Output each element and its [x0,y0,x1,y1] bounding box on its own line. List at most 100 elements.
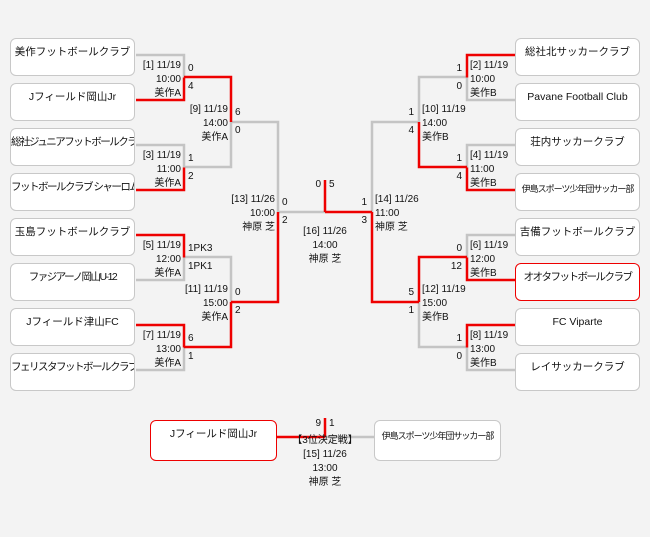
score: 5 [329,179,335,190]
match-venue: 美作B [422,132,449,143]
bracket-line-bottom [417,302,467,349]
bracket-line-top [136,143,186,168]
team-box[interactable]: 伊島スポーツ少年団サッカー部 [515,173,640,211]
score: 9 [315,418,321,429]
match-label: [9] 11/19 [189,104,228,115]
bracket-line-top [465,323,515,348]
score: 0 [456,350,462,362]
team-box[interactable]: 玉島フットボールクラブ [10,218,135,256]
team-box[interactable]: 美作フットボールクラブ [10,38,135,76]
score: 0 [282,197,288,208]
score: 5 [408,287,414,298]
bracket-line-bottom [465,257,515,282]
match-venue: 美作A [201,312,228,323]
score: 0 [456,242,462,254]
match-info: [11] 11/19 15:00 美作A [185,283,228,325]
score: 2 [188,170,194,182]
bracket-line-bottom [417,122,467,169]
match-label: [16] 11/26 [303,226,347,237]
match-label: [4] 11/19 [470,149,509,161]
score: 1 [188,152,194,164]
match-info: [1] 11/19 10:00 美作A [143,59,181,101]
team-box[interactable]: フェリスタフットボールクラブ [10,353,135,391]
score: 1 [456,62,462,74]
score: 4 [408,125,414,136]
match-time: 12:00 [470,253,496,265]
match-time: 10:00 [470,73,496,85]
bracket-line-top [465,53,515,78]
bracket-line-bottom [231,212,280,304]
match-venue: 神原 芝 [375,222,408,233]
bracket-line-bottom [370,212,419,304]
match-label: [3] 11/19 [142,149,181,161]
match-time: 11:00 [375,208,400,219]
match-venue: 美作A [154,357,181,369]
team-box[interactable]: オオタフットボールクラブ [515,263,640,301]
match-venue: 美作A [154,87,181,99]
bracket-line-bottom [136,77,186,102]
match-label: [10] 11/19 [422,104,466,115]
team-box[interactable]: FC Viparte [515,308,640,346]
team-box[interactable]: 総社ジュニアフットボールクラブ [10,128,135,166]
team-box[interactable]: 吉備フットボールクラブ [515,218,640,256]
match-time: 14:00 [422,118,448,129]
match-label: [12] 11/19 [422,284,466,295]
score: 2 [235,305,241,316]
bracket-line-bottom [465,77,515,102]
match-label: [14] 11/26 [375,194,419,205]
score: 0 [456,80,462,92]
match-venue: 神原 芝 [308,254,342,265]
match-time: 10:00 [249,208,275,219]
score: 6 [235,107,241,118]
bracket-line-top [136,233,186,258]
match-label: [1] 11/19 [142,59,181,71]
bracket-line-bottom [184,122,233,169]
team-box[interactable]: レイサッカークラブ [515,353,640,391]
score: 1 [361,197,367,208]
team-box[interactable]: Jフィールド津山FC [10,308,135,346]
match-info: [10] 11/19 14:00 美作B [422,103,466,145]
match-info: [16] 11/26 14:00 神原 芝 [265,225,385,267]
match-venue: 美作A [154,177,181,189]
team-box[interactable]: ファジアーノ岡山U-12 [10,263,135,301]
score: 1 [329,418,335,429]
bracket-line-top [231,120,280,212]
score: 4 [188,80,194,92]
team-box[interactable]: Jフィールド岡山Jr [10,83,135,121]
team-box[interactable]: Jフィールド岡山Jr [150,420,277,461]
match-venue: 神原 芝 [242,222,275,233]
bracket-line-bottom [136,257,186,282]
match-time: 10:00 [155,73,181,85]
score: 4 [456,170,462,182]
bracket-line-top [370,120,419,212]
team-box[interactable]: 総社北サッカークラブ [515,38,640,76]
bracket-line-top [136,323,186,348]
match-time: 15:00 [202,298,228,309]
bracket-line-top [417,255,467,302]
match-venue: 美作B [470,87,497,99]
match-venue: 美作B [470,357,497,369]
match-label: [15] 11/26 [303,449,347,460]
team-box[interactable]: 荘内サッカークラブ [515,128,640,166]
bracket-line-top [184,75,233,122]
score: 1PK1 [188,260,213,272]
team-box[interactable]: フットボールクラブ シャーロム [10,173,135,211]
match-label: [2] 11/19 [470,59,509,71]
match-time: 13:00 [155,343,181,355]
match-label: [11] 11/19 [185,284,228,295]
score: 0 [315,179,321,190]
match-time: 14:00 [312,240,338,251]
match-time: 13:00 [470,343,496,355]
match-venue: 美作B [470,267,497,279]
score: 3 [361,215,367,226]
team-box[interactable]: 伊島スポーツ少年団サッカー部 [374,420,501,461]
match-venue: 美作A [201,132,228,143]
team-box[interactable]: Pavane Football Club [515,83,640,121]
